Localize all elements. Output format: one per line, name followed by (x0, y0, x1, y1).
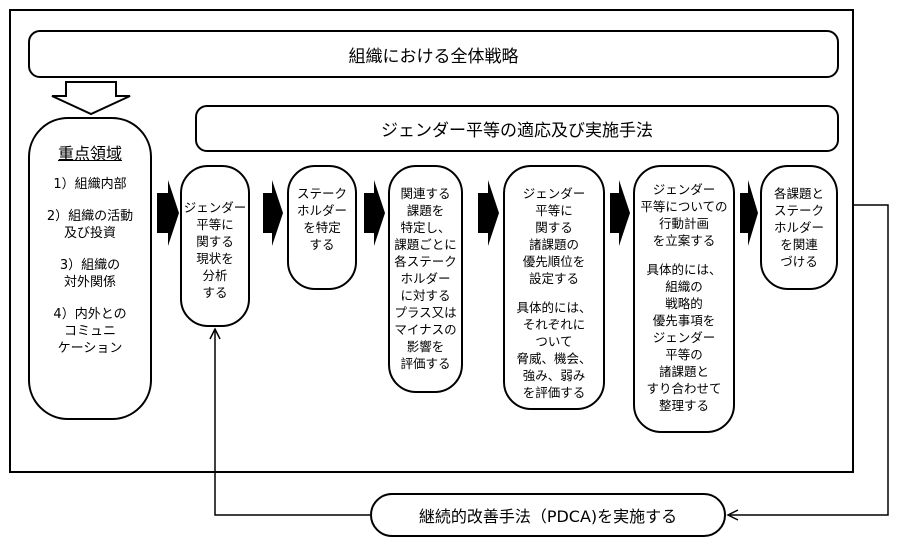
focus-item: 1）組織内部 (53, 177, 127, 192)
focus-item: 4）内外との コミュニ ケーション (53, 307, 127, 356)
step-text: ジェンダー 平等についての 行動計画 を立案する (640, 182, 728, 248)
step-text: 各課題と ステーク ホルダー を関連 づける (773, 186, 824, 269)
arrow-icon (157, 180, 179, 246)
step-action-plan: ジェンダー 平等についての 行動計画 を立案する具体的には、 組織の 戦略的 優… (633, 165, 735, 433)
arrowhead-icon (209, 327, 221, 340)
return-line (214, 330, 370, 516)
focus-title: 重点領域 (57, 144, 122, 163)
feedback-line (730, 204, 889, 516)
step-text: ステーク ホルダー を特定 する (296, 186, 347, 252)
focus-item: 3）組織の 対外関係 (59, 258, 121, 290)
arrowhead-icon (726, 509, 739, 521)
step-detail: 具体的には、 組織の 戦略的 優先事項を ジェンダー 平等の 諸課題と すり合わ… (646, 262, 722, 413)
outer-frame (9, 9, 854, 473)
step-text: ジェンダー 平等に 関する 現状を 分析 する (183, 200, 247, 300)
focus-item: 2）組織の活動 及び投資 (46, 209, 134, 241)
arrow-icon (478, 180, 499, 246)
method-box: ジェンダー平等の適応及び実施手法 (195, 105, 839, 152)
step-link: 各課題と ステーク ホルダー を関連 づける (760, 165, 838, 290)
arrow-icon (364, 180, 385, 246)
step-text: ジェンダー 平等に 関する 諸課題の 優先順位を 設定する (522, 186, 586, 286)
arrow-icon (740, 180, 758, 246)
focus-areas-box: 重点領域 1）組織内部 2）組織の活動 及び投資 3）組織の 対外関係 4）内外… (28, 117, 152, 420)
step-stakeholders: ステーク ホルダー を特定 する (287, 165, 357, 290)
arrow-icon (610, 180, 630, 246)
step-text: 関連する 課題を 特定し、 課題ごとに 各ステーク ホルダー に対する プラス又… (394, 186, 457, 371)
step-prioritize: ジェンダー 平等に 関する 諸課題の 優先順位を 設定する具体的には、 それぞれ… (503, 165, 605, 410)
step-analyze: ジェンダー 平等に 関する 現状を 分析 する (180, 165, 250, 327)
pdca-box: 継続的改善手法（PDCA)を実施する (370, 493, 726, 537)
arrow-icon (263, 180, 283, 246)
hollow-down-arrow-icon (51, 81, 131, 116)
flow-arrows (157, 180, 758, 246)
overall-strategy-box: 組織における全体戦略 (28, 30, 839, 78)
step-detail: 具体的には、 それぞれに ついて 脅威、機会、 強み、弱み を評価する (516, 300, 592, 400)
step-identify-issues: 関連する 課題を 特定し、 課題ごとに 各ステーク ホルダー に対する プラス又… (388, 165, 463, 393)
